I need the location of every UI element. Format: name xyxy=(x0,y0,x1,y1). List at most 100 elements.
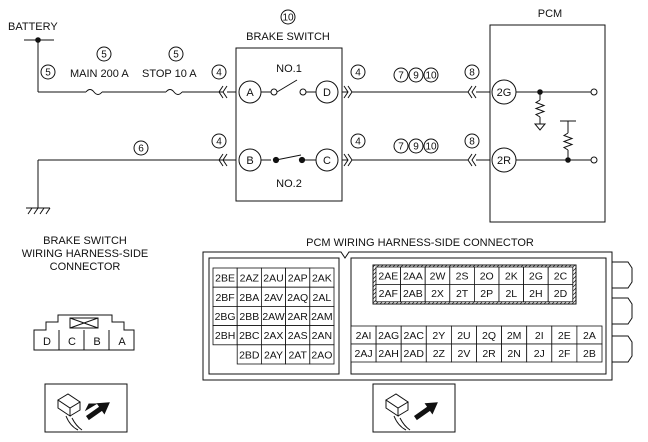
pcm-terminal-2r xyxy=(590,156,598,164)
connector-cell-label: 2AJ xyxy=(355,348,373,360)
connector-arrow-2g xyxy=(467,85,477,99)
connector-cell-label: 2BH xyxy=(215,330,235,342)
connector-cell-label: 2C xyxy=(554,271,568,283)
connector-cell-label: 2A xyxy=(583,330,596,342)
connector-cell-label: 2AG xyxy=(378,330,399,342)
pcm-connector-title: PCM WIRING HARNESS-SIDE CONNECTOR xyxy=(306,237,534,249)
connector-cell-label: 2P xyxy=(480,288,493,300)
svg-text:10: 10 xyxy=(425,142,437,153)
pcm-connector-outline xyxy=(202,251,613,381)
connector-cell xyxy=(309,344,335,365)
connector-arrow-a xyxy=(218,85,228,99)
circuit-num-6 xyxy=(133,140,149,156)
contact-no1-label: NO.1 xyxy=(276,63,302,75)
svg-text:9: 9 xyxy=(413,142,419,153)
connector-cell-label: 2AE xyxy=(378,271,398,283)
connector-cell-label: 2X xyxy=(431,288,444,300)
switch-connector-latch xyxy=(69,317,99,329)
connector-cell-label: 2F xyxy=(558,348,570,360)
svg-text:2R: 2R xyxy=(497,155,511,167)
pcm-connector-left-block xyxy=(208,257,340,375)
connector-cell-label: 2Z xyxy=(433,348,446,360)
svg-text:7: 7 xyxy=(398,142,404,153)
connector-cell-label: 2N xyxy=(507,348,520,360)
ground-triangle xyxy=(533,123,547,131)
pcm-tab-3 xyxy=(612,335,633,363)
switch-connector-title-2: WIRING HARNESS-SIDE xyxy=(22,248,149,260)
connector-cell-label: 2AO xyxy=(311,349,332,361)
circuit-num-4-d xyxy=(350,133,366,149)
connector-cell-label: 2BE xyxy=(215,273,235,285)
switch-connector-title-1: BRAKE SWITCH xyxy=(43,235,127,247)
circuit-num-10-a xyxy=(423,67,439,83)
circuit-num-4-a xyxy=(211,64,227,80)
harness-probe-icon xyxy=(44,383,128,433)
connector-cell-label: 2AY xyxy=(264,349,283,361)
connector-cell-label: 2AS xyxy=(288,330,308,342)
connector-cell-label: 2H xyxy=(529,288,542,300)
connector-cell-label: 2AZ xyxy=(240,273,260,285)
connector-cell-label: 2S xyxy=(456,271,469,283)
connector-cell-label: 2BB xyxy=(239,311,259,323)
connector-cell-label: 2E xyxy=(558,330,571,342)
connector-cell-label: 2AK xyxy=(312,273,332,285)
connector-cell-label: 2AM xyxy=(311,311,333,323)
circuit-num-5-b xyxy=(96,46,112,62)
pull-up-resistor xyxy=(562,132,574,151)
svg-text:B: B xyxy=(246,155,253,167)
connector-cell-label: 2V xyxy=(458,348,471,360)
connector-cell-label: 2AQ xyxy=(287,292,308,304)
circuit-num-7-a xyxy=(393,67,409,83)
connector-cell-label: 2BG xyxy=(215,311,236,323)
connector-cell-label: 2AI xyxy=(356,330,372,342)
connector-cell-label: 2Q xyxy=(482,330,496,342)
svg-text:8: 8 xyxy=(469,137,475,148)
pcm-probe-icon xyxy=(372,383,456,433)
pin-d xyxy=(315,80,339,104)
connector-cell-label: 2AP xyxy=(288,273,308,285)
connector-cell-label: 2AF xyxy=(379,288,398,300)
connector-arrow-b xyxy=(218,153,228,167)
connector-cell-label: 2BF xyxy=(215,292,234,304)
circuit-num-8-a xyxy=(464,64,480,80)
connector-cell-label: 2AT xyxy=(288,349,307,361)
svg-text:5: 5 xyxy=(45,68,51,79)
connector-arrow-2r xyxy=(467,153,477,167)
connector-cell-label: 2T xyxy=(456,288,469,300)
contact-no2-blade xyxy=(275,154,302,161)
battery-node xyxy=(35,37,41,43)
circuit-num-5-c xyxy=(168,46,184,62)
svg-text:4: 4 xyxy=(216,137,222,148)
connector-cell-label: 2AN xyxy=(312,330,332,342)
svg-text:6: 6 xyxy=(138,144,144,155)
switch-connector-title-3: CONNECTOR xyxy=(50,261,121,273)
fuse-main-symbol xyxy=(85,89,103,95)
connector-cell-label: 2K xyxy=(505,271,518,283)
brake-switch-box xyxy=(235,47,343,202)
svg-text:8: 8 xyxy=(469,68,475,79)
switch-connector-body xyxy=(33,314,135,351)
svg-text:D: D xyxy=(323,87,331,99)
circuit-num-10-b xyxy=(423,138,439,154)
connector-cell-label: 2AR xyxy=(287,311,308,323)
connector-cell-label: 2M xyxy=(507,330,522,342)
svg-text:5: 5 xyxy=(101,50,107,61)
svg-text:4: 4 xyxy=(355,68,361,79)
connector-cell-label: 2BA xyxy=(239,292,259,304)
svg-text:10: 10 xyxy=(425,71,437,82)
connector-cell-label: 2AV xyxy=(264,292,283,304)
connector-cell-label: 2AA xyxy=(403,271,423,283)
connector-cell-label: 2AH xyxy=(378,348,398,360)
switch-pin-c: C xyxy=(68,336,76,348)
svg-text:10: 10 xyxy=(282,13,294,24)
pcm-tab-1 xyxy=(612,261,633,289)
switch-pin-d: D xyxy=(43,336,51,348)
pcm-tab-2 xyxy=(612,297,633,325)
connector-cell-label: 2O xyxy=(480,271,494,283)
pcm-title: PCM xyxy=(538,8,562,20)
circuit-num-9-a xyxy=(408,67,424,83)
connector-cell-label: 2W xyxy=(430,271,446,283)
pcm-connector: PCM WIRING HARNESS-SIDE CONNECTOR 2BE 2AZ… xyxy=(202,237,633,433)
pcm-box xyxy=(489,24,606,223)
switch-pin-b: B xyxy=(93,336,100,348)
